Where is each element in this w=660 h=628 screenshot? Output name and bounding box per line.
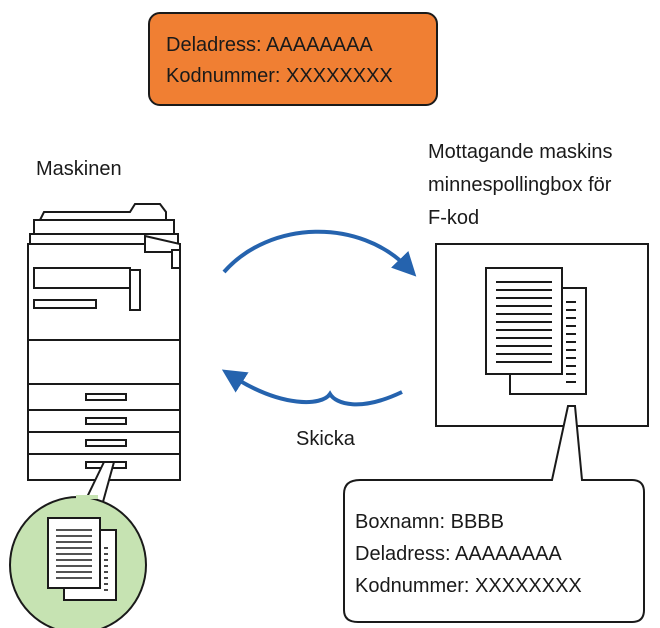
stored-documents-circle (9, 495, 147, 628)
destination-label-line2: minnespollingbox för (428, 174, 612, 196)
callout-text: Boxnamn: BBBB Deladress: AAAAAAAA Kodnum… (355, 506, 582, 602)
destination-label-line1: Mottagande maskins (428, 141, 613, 163)
subaddress-text: Deladress: AAAAAAAA (166, 34, 373, 56)
printer-icon (27, 203, 181, 481)
document-stack-icon (47, 517, 117, 601)
send-arrow (221, 369, 403, 407)
destination-document-stack-icon (485, 267, 587, 395)
box-name-text: Boxnamn: BBBB (355, 511, 504, 533)
destination-label-line3: F-kod (428, 207, 480, 229)
destination-label: Mottagande maskins minnespollingbox för … (428, 136, 613, 235)
request-arrow (222, 229, 417, 277)
passcode-text: Kodnummer: XXXXXXXX (166, 65, 393, 87)
callout-passcode-text: Kodnummer: XXXXXXXX (355, 575, 582, 597)
subaddress-passcode-box: Deladress: AAAAAAAA Kodnummer: XXXXXXXX (148, 12, 438, 106)
box-info-callout (343, 405, 645, 623)
machine-label: Maskinen (36, 158, 122, 180)
callout-subaddress-text: Deladress: AAAAAAAA (355, 543, 562, 565)
send-label: Skicka (296, 428, 355, 450)
